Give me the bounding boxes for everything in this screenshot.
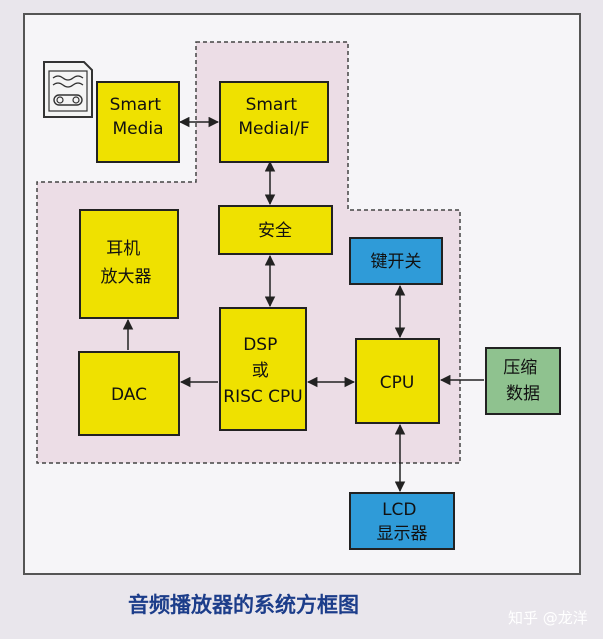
dsp-line-1: DSP: [243, 335, 277, 355]
dsp-line-3: RISC CPU: [223, 387, 302, 407]
lcd-line-1: LCD: [382, 500, 416, 520]
compressed-data-line-2: 数据: [506, 384, 540, 404]
svg-text:安全: 安全: [258, 221, 292, 241]
svg-text:压缩 数据: 压缩 数据: [503, 358, 542, 404]
smart-media-if-line-1: Smart: [246, 95, 298, 115]
svg-text:DAC: DAC: [111, 385, 147, 405]
block-dsp-risc-cpu: DSP 或 RISC CPU: [219, 307, 307, 431]
svg-text:Smart Media: Smart Media: [110, 95, 167, 139]
svg-text:耳机 放大器: 耳机 放大器: [101, 239, 152, 287]
smart-media-line-1: Smart: [110, 95, 162, 115]
block-earphone-amplifier: 耳机 放大器: [79, 209, 179, 319]
svg-text:键开关: 键开关: [371, 252, 422, 272]
key-switch-label: 键开关: [371, 252, 422, 272]
diagram-caption: 音频播放器的系统方框图: [128, 593, 359, 617]
earphone-amp-line-2: 放大器: [101, 267, 152, 287]
svg-text:CPU: CPU: [380, 373, 415, 393]
block-cpu: CPU: [355, 338, 440, 424]
smart-media-card-icon: [43, 61, 93, 118]
lcd-line-2: 显示器: [377, 524, 428, 544]
block-smart-media-interface: Smart Medial/F: [219, 81, 329, 163]
dsp-line-2: 或: [252, 361, 269, 381]
cpu-label: CPU: [380, 373, 415, 393]
connectors: [122, 116, 484, 493]
block-key-switch: 键开关: [349, 237, 443, 285]
smart-media-if-line-2: Medial/F: [238, 119, 309, 139]
block-security: 安全: [218, 205, 333, 255]
security-label: 安全: [258, 221, 292, 241]
dac-label: DAC: [111, 385, 147, 405]
block-lcd-display: LCD 显示器: [349, 492, 455, 550]
block-compressed-data: 压缩 数据: [485, 347, 561, 415]
block-smart-media: Smart Media: [96, 81, 180, 163]
earphone-amp-line-1: 耳机: [106, 239, 140, 259]
watermark: 知乎 @龙洋: [508, 609, 588, 627]
block-dac: DAC: [78, 351, 180, 436]
svg-text:LCD 显示器: LCD 显示器: [377, 500, 428, 544]
svg-text:Smart Medial/F: Smart Medial/F: [238, 95, 309, 139]
compressed-data-line-1: 压缩: [503, 358, 537, 378]
svg-text:DSP 或 RISC CPU: DSP 或 RISC CPU: [223, 335, 302, 407]
smart-media-line-2: Media: [112, 119, 163, 139]
